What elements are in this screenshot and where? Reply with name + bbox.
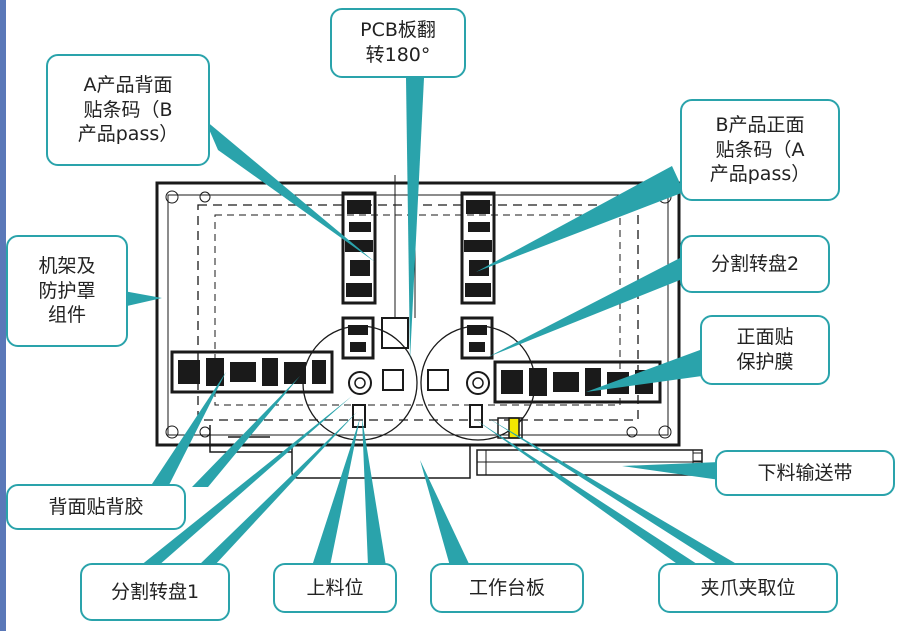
leader-work-table	[420, 460, 470, 566]
turntable-1-hub-inner	[354, 377, 366, 389]
machine-frame	[155, 175, 703, 479]
feeder-block-1	[382, 369, 404, 391]
leader-gripper-a	[476, 420, 700, 566]
corner-bolt-br2	[626, 426, 638, 438]
callout-split-turntable-2-text: 分割转盘2	[710, 252, 800, 275]
callout-front-protective-film: 正面贴 保护膜	[700, 315, 830, 385]
leader-gripper-b	[488, 418, 740, 566]
callout-a-back-barcode: A产品背面 贴条码（B 产品pass）	[46, 54, 210, 166]
leader-back-adhesive-a	[150, 372, 226, 487]
frame-inner	[167, 194, 669, 436]
callout-gripper-pick-text: 夹爪夹取位	[700, 576, 796, 599]
callout-frame-guard-text: 机架及 防护罩 组件	[38, 254, 96, 327]
conveyor-end	[692, 452, 703, 462]
loading-slot-2	[469, 404, 483, 428]
callout-back-adhesive-text: 背面贴背胶	[48, 495, 144, 518]
yellow-indicator	[508, 417, 520, 439]
callout-b-front-barcode: B产品正面 贴条码（A 产品pass）	[680, 99, 840, 201]
pcb-flip-unit	[381, 317, 409, 349]
turntable-1-hub	[348, 371, 372, 395]
leader-split-turntable-1-b	[198, 412, 357, 566]
leader-split-turntable-1-a	[140, 396, 352, 566]
callout-frame-guard: 机架及 防护罩 组件	[6, 235, 128, 347]
callout-loading-position-text: 上料位	[306, 576, 364, 599]
callout-unload-conveyor: 下料输送带	[715, 450, 895, 496]
callout-split-turntable-2: 分割转盘2	[680, 235, 830, 293]
callout-b-front-barcode-text: B产品正面 贴条码（A 产品pass）	[709, 113, 811, 186]
callout-work-table: 工作台板	[430, 563, 584, 613]
leader-a-back-barcode	[205, 120, 375, 262]
leader-split-turntable-2	[488, 258, 680, 357]
leader-loading-a	[312, 418, 360, 566]
corner-bolt-tl2	[199, 191, 211, 203]
callout-unload-conveyor-text: 下料输送带	[757, 461, 853, 484]
dashed-zone-inner	[214, 214, 621, 406]
back-adhesive-module	[170, 350, 334, 394]
left-accent-bar	[0, 0, 6, 631]
b-front-barcode-module	[460, 191, 496, 360]
callout-work-table-text: 工作台板	[468, 576, 545, 599]
feeder-block-2	[427, 369, 449, 391]
dashed-zone-outer	[197, 204, 639, 421]
a-back-barcode-module	[341, 191, 377, 360]
turntable-2-hub-inner	[472, 377, 484, 389]
callout-split-turntable-1: 分割转盘1	[80, 563, 230, 621]
callout-split-turntable-1-text: 分割转盘1	[110, 580, 200, 603]
leader-lines	[118, 78, 740, 566]
corner-bolt-bl	[165, 425, 179, 439]
leader-front-film	[586, 350, 702, 392]
leader-frame	[118, 290, 162, 308]
leader-pcb-flip	[406, 78, 424, 360]
callout-a-back-barcode-text: A产品背面 贴条码（B 产品pass）	[77, 73, 179, 146]
callout-pcb-flip: PCB板翻 转180°	[330, 8, 466, 78]
callout-front-protective-film-text: 正面贴 保护膜	[736, 326, 794, 373]
corner-bolt-br	[658, 425, 672, 439]
callout-gripper-pick: 夹爪夹取位	[658, 563, 838, 613]
leader-b-front-barcode	[476, 166, 684, 272]
leader-back-adhesive-b	[192, 376, 300, 487]
corner-bolt-tl	[165, 190, 179, 204]
loading-slot-1	[352, 404, 366, 428]
turntable-2-hub	[466, 371, 490, 395]
callout-pcb-flip-text: PCB板翻 转180°	[360, 19, 436, 66]
leader-unload-conveyor	[622, 462, 720, 480]
callout-loading-position: 上料位	[273, 563, 397, 613]
mechanism-assemblies	[170, 191, 662, 404]
leader-loading-b	[362, 418, 386, 566]
callout-back-adhesive: 背面贴背胶	[6, 484, 186, 530]
